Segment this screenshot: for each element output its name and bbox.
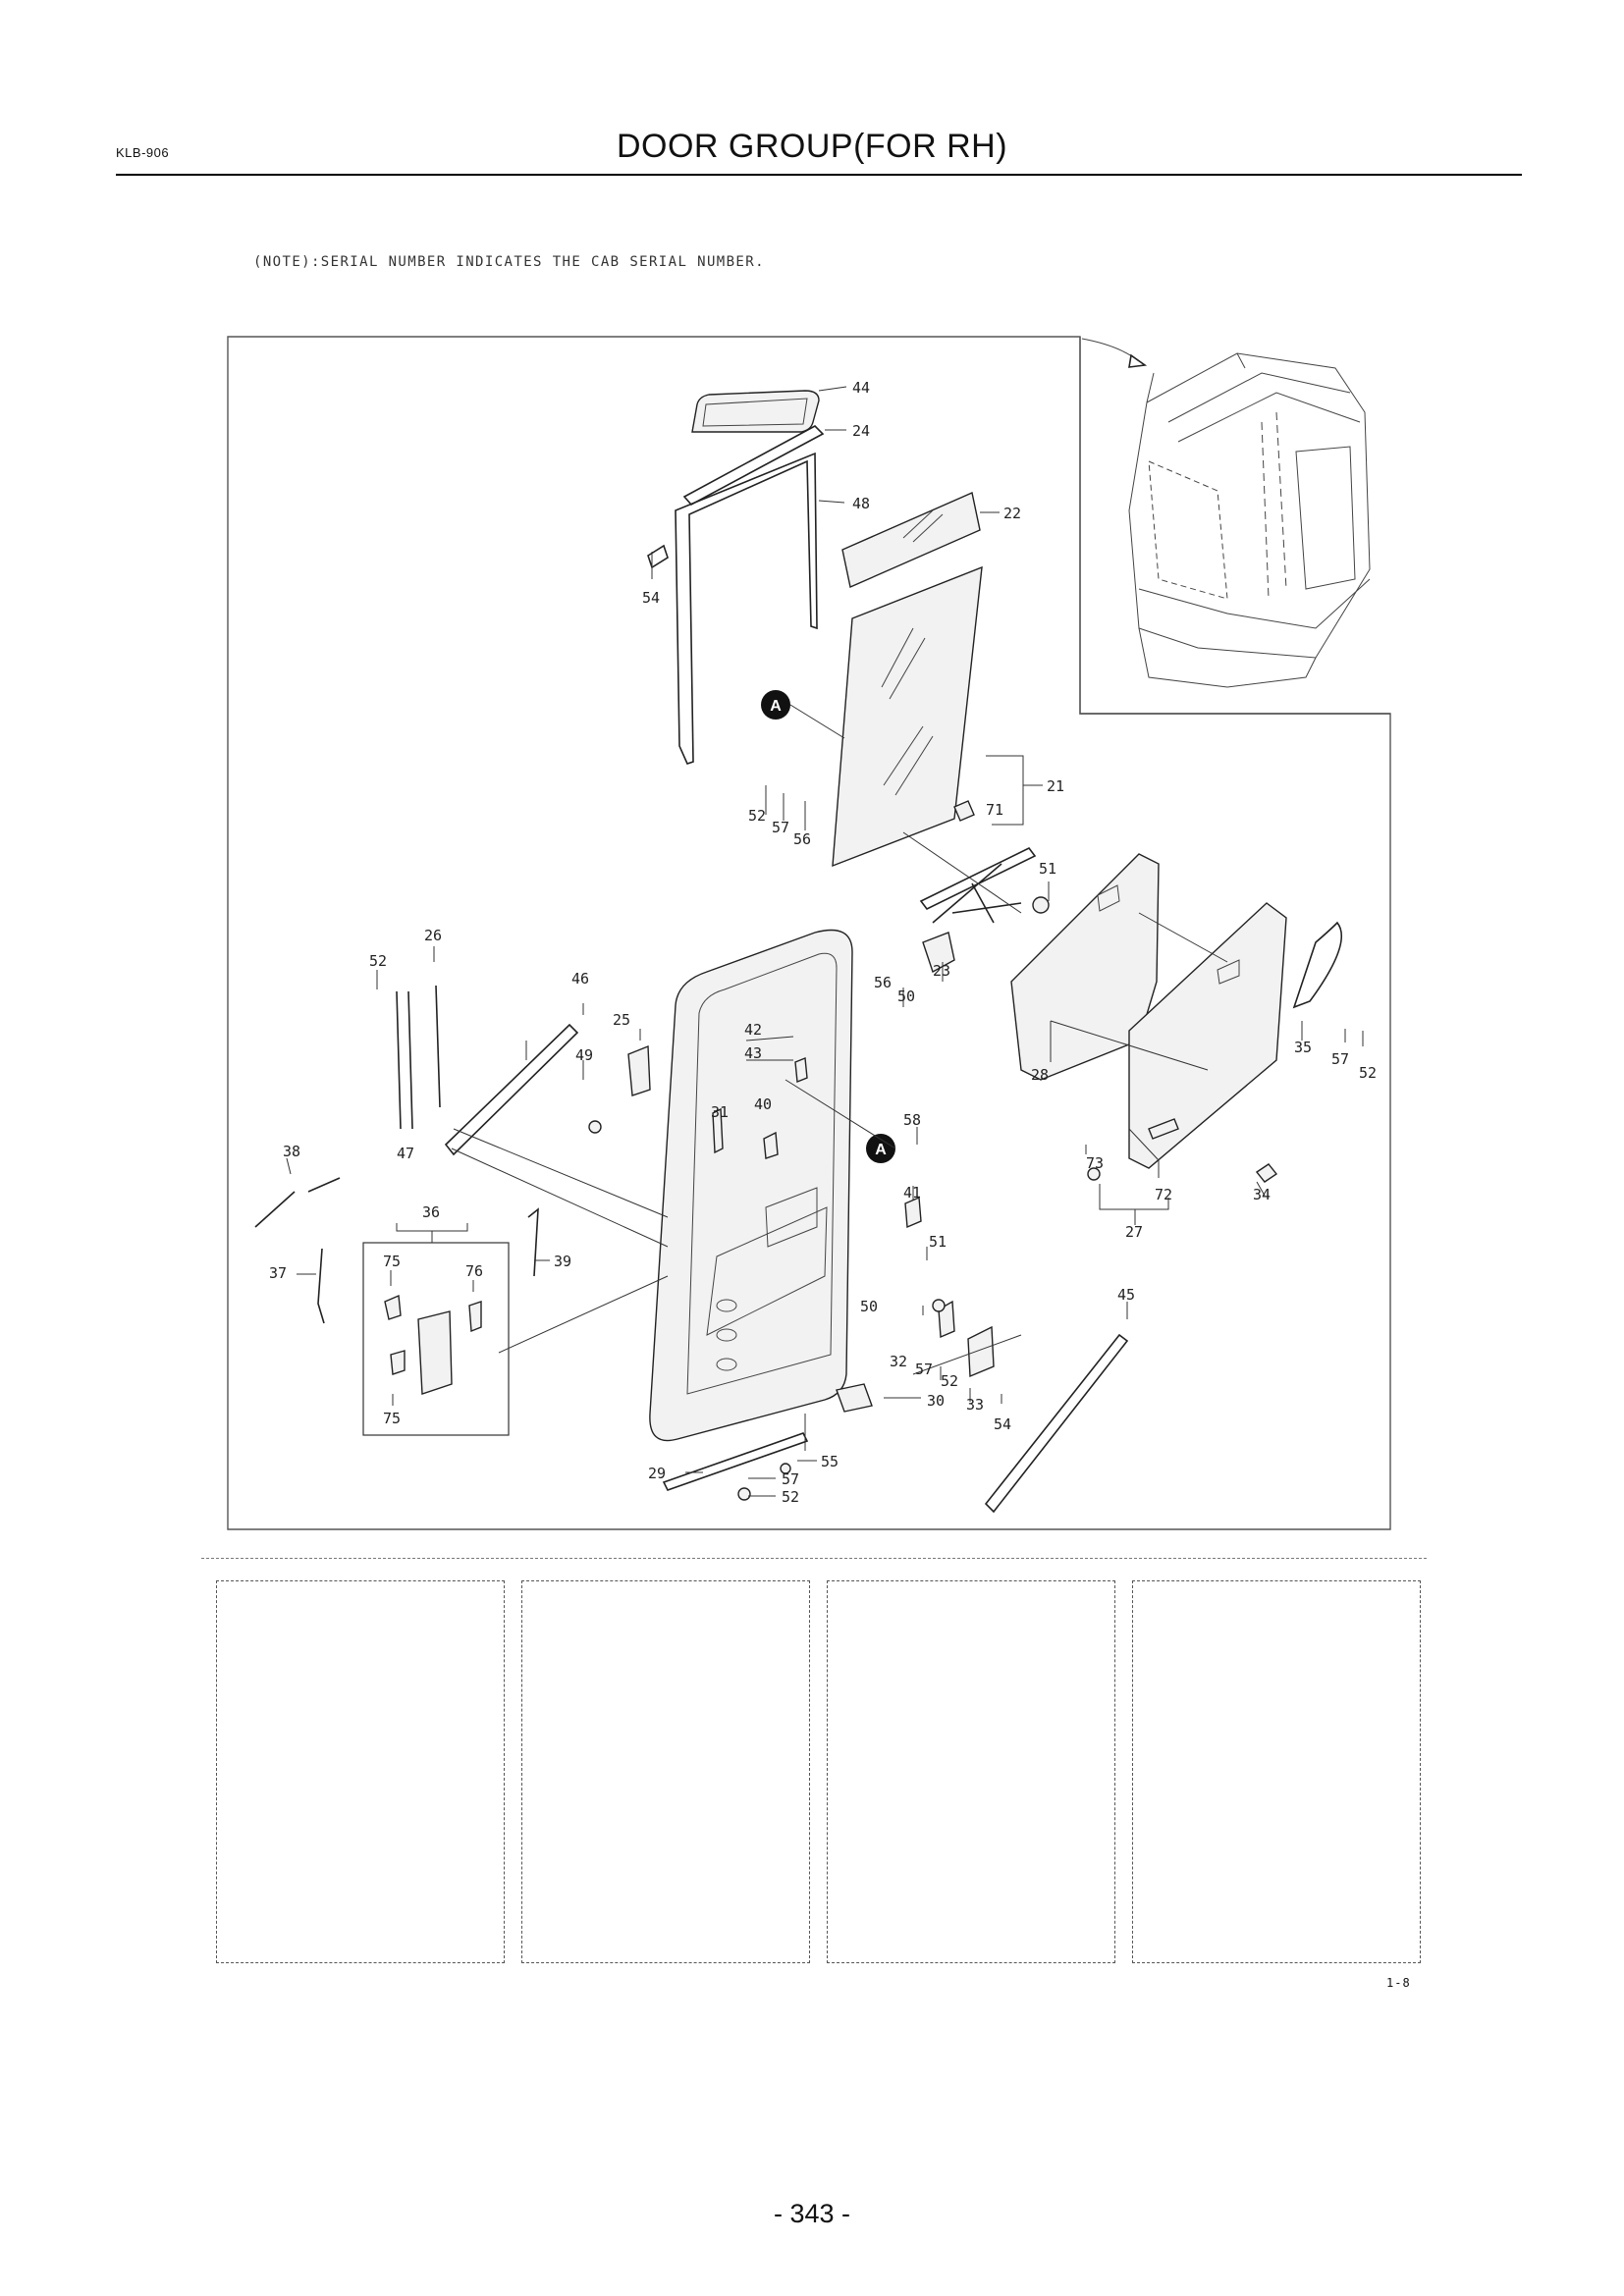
hardware-parts <box>588 1044 1278 1501</box>
callout-25: 25 <box>613 1011 630 1029</box>
door-trim-panels <box>1010 853 1287 1169</box>
window-frame-parts <box>647 390 825 765</box>
reference-marker-a-lower: A <box>866 1134 895 1163</box>
callout-22: 22 <box>1003 505 1021 522</box>
callout-72: 72 <box>1155 1186 1172 1203</box>
callout-numbers: 44 24 48 22 54 21 71 52 57 56 51 26 52 4… <box>269 379 1377 1506</box>
callout-52: 52 <box>369 952 387 970</box>
callout-33: 33 <box>966 1396 984 1414</box>
callout-36: 36 <box>422 1203 440 1221</box>
callout-43: 43 <box>744 1044 762 1062</box>
callout-76: 76 <box>465 1262 483 1280</box>
callout-56: 56 <box>874 974 892 991</box>
callout-58: 58 <box>903 1111 921 1129</box>
serial-note: (NOTE):SERIAL NUMBER INDICATES THE CAB S… <box>253 254 765 270</box>
reference-marker-a-upper: A <box>761 690 790 720</box>
callout-27: 27 <box>1125 1223 1143 1241</box>
document-code: KLB-906 <box>116 145 170 160</box>
window-regulator <box>919 846 1050 974</box>
callout-52: 52 <box>782 1488 799 1506</box>
table-box-1 <box>216 1580 505 1963</box>
leader-lines <box>286 386 1364 1497</box>
callout-40: 40 <box>754 1095 772 1113</box>
callout-52: 52 <box>941 1372 958 1390</box>
callout-46: 46 <box>571 970 589 988</box>
callout-75: 75 <box>383 1410 401 1427</box>
callout-26: 26 <box>424 927 442 944</box>
callout-31: 31 <box>711 1103 729 1121</box>
door-glass <box>832 492 983 868</box>
callout-51: 51 <box>1039 860 1056 878</box>
callout-52: 52 <box>1359 1064 1377 1082</box>
callout-49: 49 <box>575 1046 593 1064</box>
figure-number: 1-8 <box>1386 1976 1411 1990</box>
callout-54: 54 <box>994 1415 1011 1433</box>
callout-73: 73 <box>1086 1154 1104 1172</box>
callout-28: 28 <box>1031 1066 1049 1084</box>
callout-71: 71 <box>986 801 1003 819</box>
lock-assembly-box <box>362 1242 510 1436</box>
seal-strips <box>254 921 1342 1514</box>
callout-21: 21 <box>1047 777 1064 795</box>
callout-42: 42 <box>744 1021 762 1039</box>
callout-57: 57 <box>915 1361 933 1378</box>
callout-50: 50 <box>860 1298 878 1315</box>
table-box-4 <box>1132 1580 1421 1963</box>
callout-48: 48 <box>852 495 870 512</box>
callout-38: 38 <box>283 1143 300 1160</box>
callout-55: 55 <box>821 1453 839 1470</box>
callout-39: 39 <box>554 1253 571 1270</box>
callout-51: 51 <box>929 1233 947 1251</box>
callout-57: 57 <box>1331 1050 1349 1068</box>
callout-32: 32 <box>890 1353 907 1370</box>
callout-45: 45 <box>1117 1286 1135 1304</box>
callout-56: 56 <box>793 830 811 848</box>
page-number: - 343 - <box>773 2199 851 2228</box>
lock-assembly <box>384 1294 482 1395</box>
callout-54: 54 <box>642 589 660 607</box>
section-divider <box>201 1558 1427 1560</box>
marker-label: A <box>770 698 782 715</box>
callout-35: 35 <box>1294 1039 1312 1056</box>
marker-label: A <box>875 1142 887 1158</box>
page-title: DOOR GROUP(FOR RH) <box>616 128 1008 165</box>
callout-52: 52 <box>748 807 766 825</box>
cab-inset-illustration <box>1081 338 1371 688</box>
door-frame <box>649 929 853 1442</box>
callout-75: 75 <box>383 1253 401 1270</box>
table-box-3 <box>827 1580 1115 1963</box>
callout-44: 44 <box>852 379 870 397</box>
callout-34: 34 <box>1253 1186 1271 1203</box>
callout-29: 29 <box>648 1465 666 1482</box>
header-rule <box>116 174 1522 176</box>
callout-57: 57 <box>782 1470 799 1488</box>
inset-frame <box>1079 337 1390 715</box>
callout-37: 37 <box>269 1264 287 1282</box>
callout-23: 23 <box>933 962 950 980</box>
callout-47: 47 <box>397 1145 414 1162</box>
table-box-2 <box>521 1580 810 1963</box>
callout-30: 30 <box>927 1392 945 1410</box>
callout-50: 50 <box>897 988 915 1005</box>
callout-41: 41 <box>903 1184 921 1201</box>
callout-57: 57 <box>772 819 789 836</box>
callout-24: 24 <box>852 422 870 440</box>
